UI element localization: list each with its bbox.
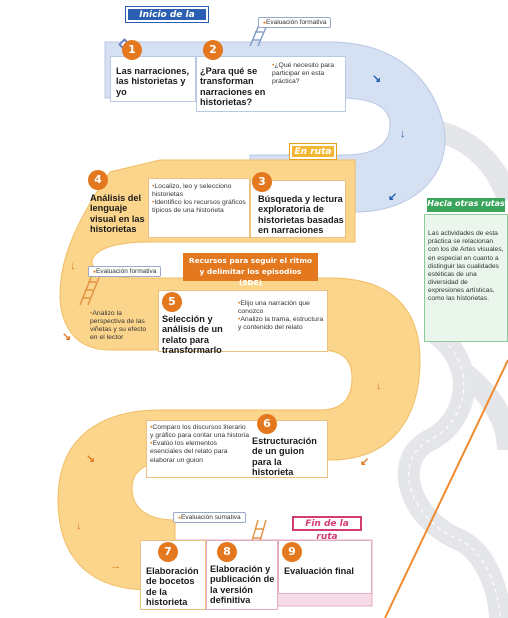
- step-5-number: 5: [162, 292, 182, 312]
- sign-en-ruta: En ruta: [289, 143, 337, 160]
- step-5-title: Selección y análisis de un relato para t…: [162, 314, 223, 355]
- step-2-number: 2: [203, 40, 223, 60]
- step-5-bullet-2: Analizo la trama, estructura y contenido…: [238, 316, 326, 332]
- arrow-orange-2: ↘: [62, 331, 72, 343]
- step-1-title: Las narraciones, las historietas y yo: [116, 66, 190, 97]
- background-road-marks: [408, 329, 501, 618]
- arrow-blue-3: ↙: [388, 191, 398, 203]
- otras-rutas-card: [424, 214, 508, 342]
- step-4-title: Análisis del lenguaje visual en las hist…: [90, 193, 145, 234]
- sign-recursos-sde: Recursos para seguir el ritmo y delimita…: [183, 253, 318, 287]
- step-6-title: Estructuración de un guion para la histo…: [252, 436, 317, 477]
- step-6-bullet-1: Comparo los discursos literario y gráfic…: [150, 424, 250, 440]
- step-2-bullet-1: ¿Qué necesito para participar en esta pr…: [272, 62, 342, 86]
- step-9-title: Evaluación final: [284, 566, 354, 576]
- step-5-bullets-left: Analizo la perspectiva de las viñetas y …: [90, 310, 154, 343]
- arrow-orange-1: ↓: [70, 260, 76, 272]
- sign-inicio: Inicio de la ruta: [125, 6, 209, 33]
- step-6-number: 6: [257, 414, 277, 434]
- step-8-number: 8: [217, 542, 237, 562]
- sign-hacia-otras-rutas: Hacia otras rutas: [427, 198, 505, 212]
- step-6-bullet-2: Evalúo los elementos esenciales del rela…: [150, 440, 250, 464]
- arrow-orange-6: ↓: [76, 520, 82, 532]
- arrow-blue-1: ↘: [372, 73, 382, 85]
- arrow-blue-2: ↓: [400, 128, 406, 140]
- step-2-bullets: ¿Qué necesito para participar en esta pr…: [272, 62, 342, 86]
- step-5-left-bullet-1: Analizo la perspectiva de las viñetas y …: [90, 310, 154, 343]
- step-6-bullets: Comparo los discursos literario y gráfic…: [150, 424, 250, 465]
- eval-sumativa: Evaluación sumativa: [173, 512, 246, 523]
- step-4-bullet-1: Localizo, leo y selecciono historietas: [152, 183, 248, 199]
- step-5-bullets: Elijo una narración que conozco Analizo …: [238, 300, 326, 333]
- step-4-bullet-2: Identifico los recursos gráficos típicos…: [152, 199, 248, 215]
- arrow-orange-4: ↙: [360, 456, 370, 468]
- ladder-icon-2: [79, 274, 101, 306]
- step-2-title: ¿Para qué se transforman narraciones en …: [200, 66, 266, 107]
- arrow-orange-3: ↓: [376, 380, 382, 392]
- eval-formativa-2: Evaluación formativa: [88, 266, 162, 277]
- step-1-card: [110, 56, 196, 102]
- step-9-number: 9: [282, 542, 302, 562]
- step-7-title: Elaboración de bocetos de la historieta: [146, 566, 199, 607]
- step-1-number: 1: [122, 40, 142, 60]
- eval-formativa-1: Evaluación formativa: [258, 17, 332, 28]
- sign-fin: Fin de la ruta: [292, 516, 362, 542]
- step-3-number: 3: [252, 172, 272, 192]
- step-7-card: [140, 540, 206, 610]
- arrow-orange-5: ↘: [86, 453, 96, 465]
- step-5-bullet-1: Elijo una narración que conozco: [238, 300, 326, 316]
- step-8-title: Elaboración y publicación de la versión …: [210, 564, 275, 605]
- arrow-orange-7: →: [110, 560, 121, 572]
- otras-rutas-text: Las actividades de esta práctica se rela…: [428, 230, 504, 303]
- step-4-bullets: Localizo, leo y selecciono historietas I…: [152, 183, 248, 216]
- step-3-title: Búsqueda y lectura exploratoria de histo…: [258, 194, 344, 235]
- step-4-number: 4: [88, 170, 108, 190]
- step-7-number: 7: [158, 542, 178, 562]
- orange-diagonal-line: [384, 359, 508, 618]
